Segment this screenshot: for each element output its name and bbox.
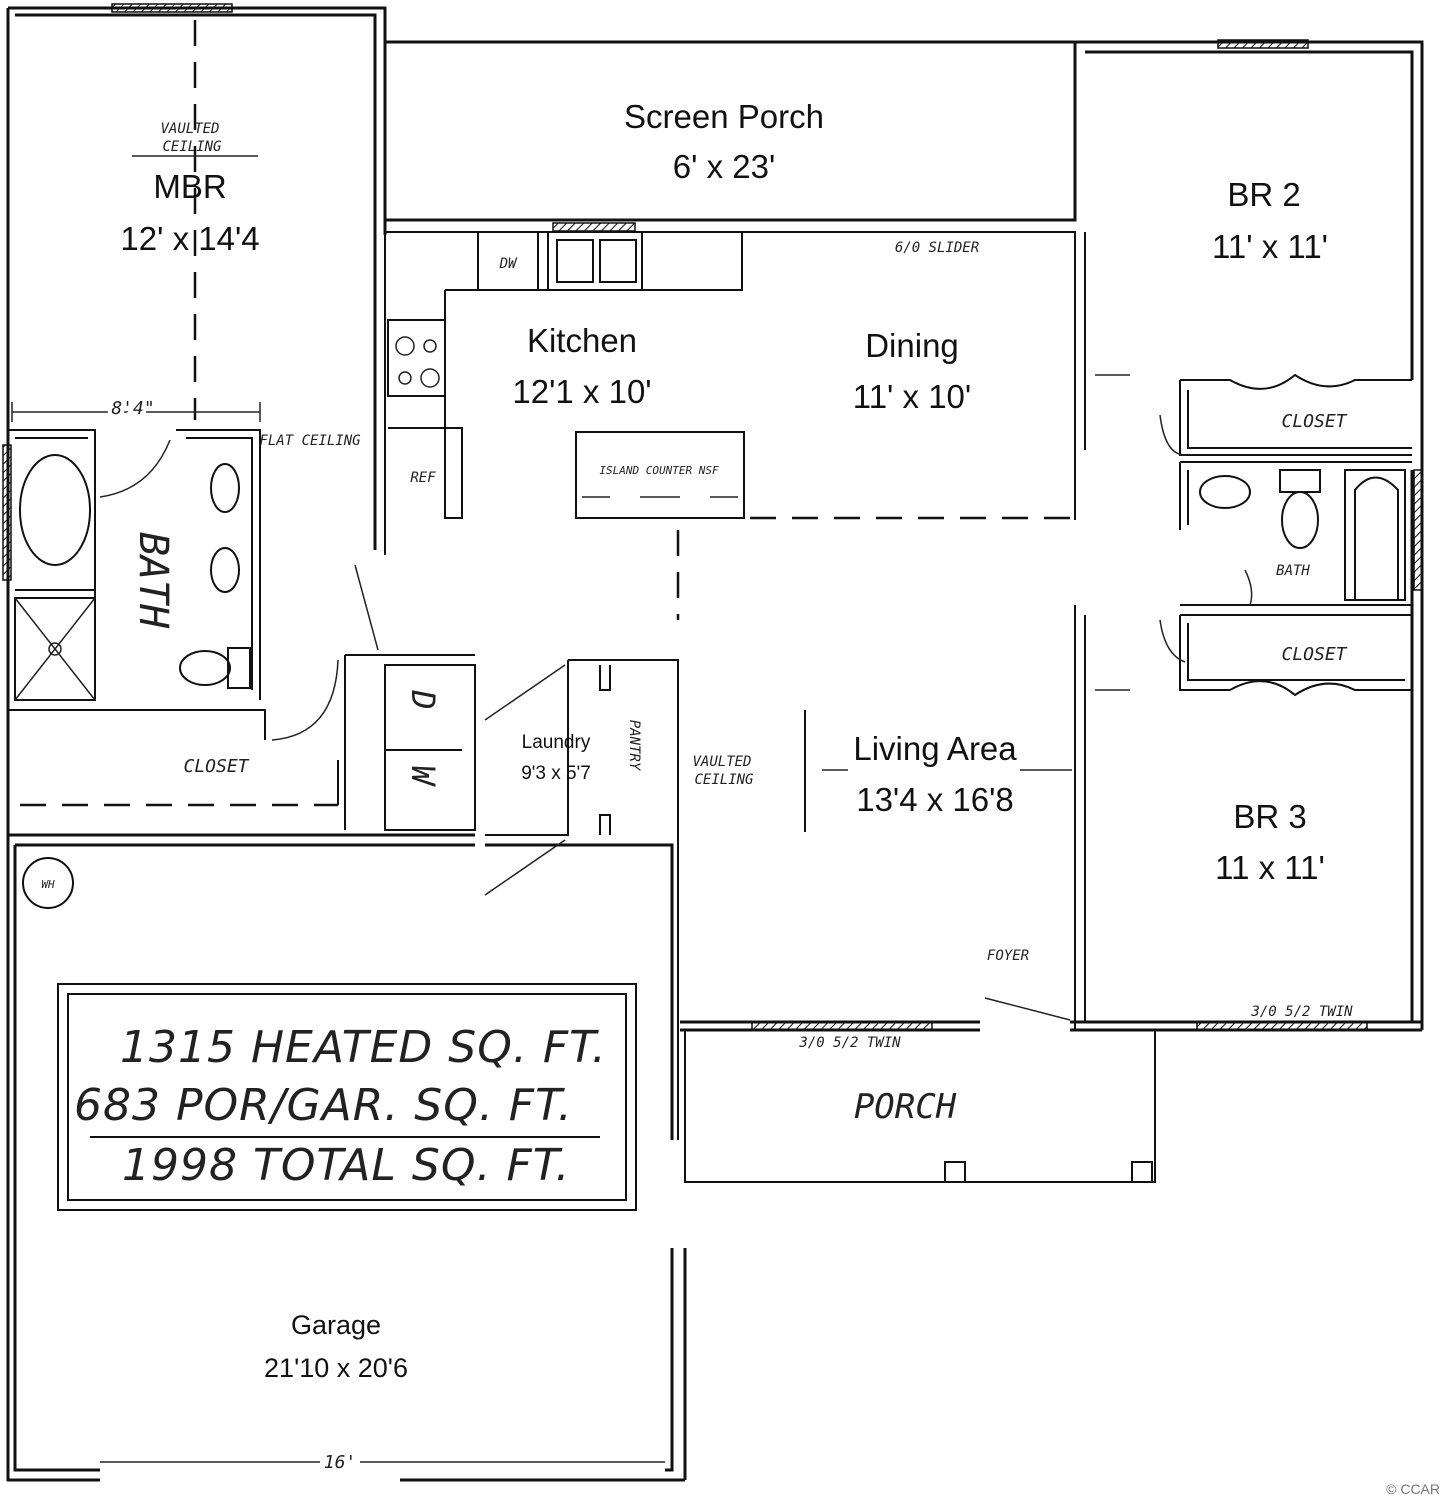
br2-name: BR 2 (1227, 176, 1300, 213)
screen-porch-size: 6' x 23' (673, 148, 776, 185)
foyer-label: FOYER (987, 948, 1029, 964)
mbr-size: 12' x 14'4 (120, 220, 259, 257)
dining-name: Dining (865, 327, 959, 364)
dishwasher-label: DW (499, 256, 518, 272)
mbr-name: MBR (153, 168, 226, 205)
square-footage-box: 1315 HEATED SQ. FT. 683 POR/GAR. SQ. FT.… (74, 1022, 607, 1191)
living-size: 13'4 x 16'8 (856, 781, 1014, 818)
dining-size: 11' x 10' (853, 378, 971, 415)
hall-bath-label: BATH (1276, 563, 1310, 579)
total-sqft-label: 1998 TOTAL SQ. FT. (122, 1140, 570, 1191)
dryer-label: D (404, 689, 442, 709)
vaulted-ceiling-top-label: VAULTED (160, 121, 219, 137)
vaulted-ceiling-bottom-label: CEILING (162, 139, 222, 155)
porch-label: PORCH (854, 1087, 957, 1127)
screen-porch-name: Screen Porch (624, 98, 824, 135)
br3-name: BR 3 (1233, 798, 1306, 835)
master-closet-label: CLOSET (183, 756, 249, 777)
bath-dimension-label: 8'4" (111, 398, 154, 419)
br3-closet-label: CLOSET (1281, 644, 1347, 665)
garage-name: Garage (291, 1310, 381, 1340)
br3-size: 11 x 11' (1215, 849, 1325, 886)
pantry-label: PANTRY (626, 720, 642, 772)
water-heater-label: WH (41, 878, 55, 891)
flat-ceiling-label: FLAT CEILING (259, 433, 361, 449)
br3-window-label: 3/0 5/2 TWIN (1250, 1004, 1353, 1020)
vaulted-ceiling-living-top-label: VAULTED (692, 754, 751, 770)
porch-garage-sqft-label: 683 POR/GAR. SQ. FT. (74, 1080, 573, 1131)
garage-width-label: 16' (324, 1452, 357, 1473)
garage-size: 21'10 x 20'6 (264, 1353, 408, 1383)
vaulted-ceiling-living-bottom-label: CEILING (694, 772, 754, 788)
windows (2, 3, 1423, 1031)
watermark: © CCAR (1386, 1481, 1440, 1497)
porch-window-label: 3/0 5/2 TWIN (798, 1035, 901, 1051)
refrigerator-label: REF (410, 470, 436, 486)
island-counter-label: ISLAND COUNTER NSF (599, 464, 719, 477)
laundry-size: 9'3 x 5'7 (521, 763, 591, 784)
slider-label: 6/0 SLIDER (895, 240, 979, 256)
living-name: Living Area (853, 730, 1017, 767)
heated-sqft-label: 1315 HEATED SQ. FT. (120, 1022, 607, 1073)
kitchen-size: 12'1 x 10' (512, 373, 651, 410)
interior-walls (8, 20, 1412, 1463)
master-bath-label: BATH (130, 532, 176, 629)
br2-closet-label: CLOSET (1281, 411, 1347, 432)
br2-size: 11' x 11' (1212, 228, 1328, 265)
kitchen-name: Kitchen (527, 322, 637, 359)
laundry-name: Laundry (522, 732, 591, 753)
room-labels: Screen Porch 6' x 23' MBR 12' x 14'4 BR … (120, 98, 1328, 1383)
washer-label: W (404, 765, 442, 787)
annotations: VAULTED CEILING FLAT CEILING 8'4" BATH C… (41, 121, 1353, 1473)
